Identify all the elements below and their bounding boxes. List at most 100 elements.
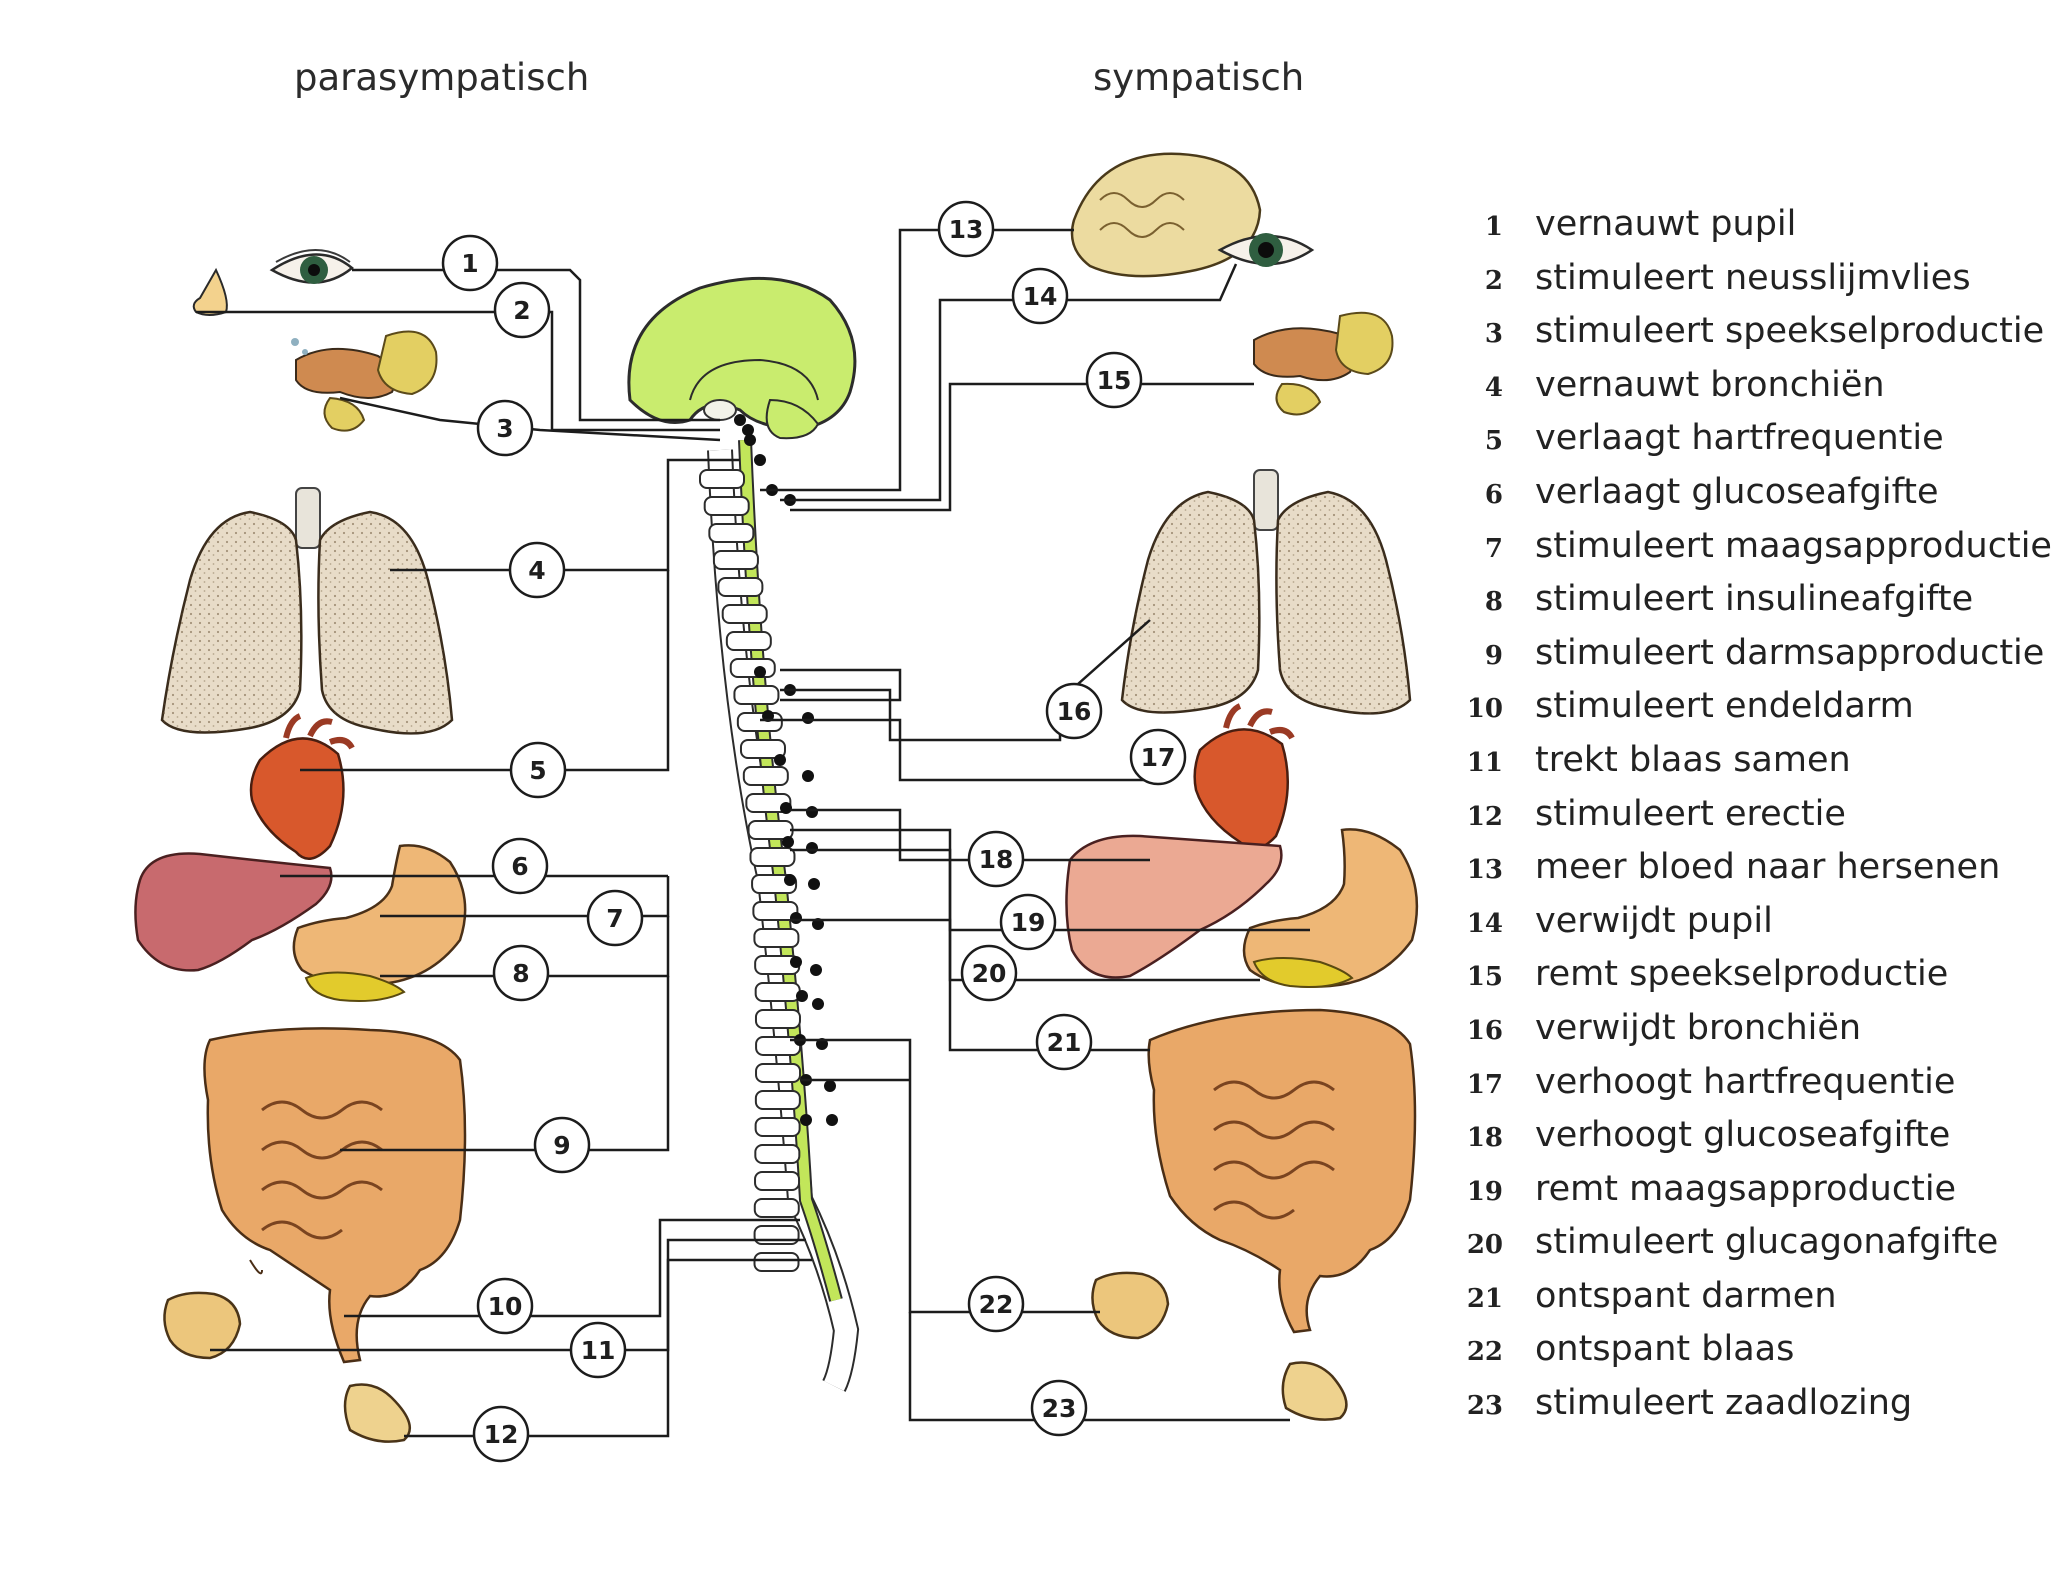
number-marker-11: 11 bbox=[569, 1321, 627, 1379]
intestines-left-icon bbox=[203, 1027, 467, 1364]
legend-number: 3 bbox=[1484, 319, 1503, 350]
number-marker-7: 7 bbox=[586, 889, 644, 947]
number-marker-label: 22 bbox=[979, 1290, 1014, 1319]
ganglion-dot bbox=[784, 874, 796, 886]
number-marker-label: 19 bbox=[1011, 908, 1046, 937]
vertebra bbox=[736, 712, 783, 732]
vertebra bbox=[729, 658, 776, 678]
number-marker-label: 10 bbox=[488, 1292, 523, 1321]
legend-number: 16 bbox=[1466, 1015, 1503, 1046]
ganglion-dot bbox=[808, 878, 820, 890]
legend-text: stimuleert maagsapproductie bbox=[1535, 525, 2052, 566]
ganglion-dot bbox=[742, 424, 754, 436]
legend-text: meer bloed naar hersenen bbox=[1535, 847, 2001, 888]
number-marker-label: 7 bbox=[606, 904, 623, 933]
vertebra bbox=[725, 631, 772, 651]
legend-text: verlaagt hartfrequentie bbox=[1535, 418, 1944, 459]
ganglion-dot bbox=[824, 1080, 836, 1092]
legend-text: stimuleert darmsapproductie bbox=[1535, 632, 2045, 673]
legend-number: 15 bbox=[1466, 962, 1503, 993]
legend-text: verlaagt glucoseafgifte bbox=[1535, 471, 1939, 512]
heart-left-icon bbox=[249, 713, 355, 860]
ganglion-dot bbox=[806, 842, 818, 854]
vertebra bbox=[742, 766, 789, 786]
legend-text: stimuleert endeldarm bbox=[1535, 686, 1914, 727]
number-marker-label: 12 bbox=[484, 1420, 519, 1449]
legend-number: 19 bbox=[1466, 1176, 1503, 1207]
ganglion-dot bbox=[744, 434, 756, 446]
vertebra bbox=[712, 550, 759, 570]
vertebra bbox=[754, 1009, 801, 1029]
number-marker-5: 5 bbox=[509, 741, 567, 799]
number-marker-2: 2 bbox=[493, 281, 551, 339]
ganglion-dot bbox=[800, 1114, 812, 1126]
legend-text: stimuleert erectie bbox=[1535, 793, 1846, 834]
number-marker-16: 16 bbox=[1045, 682, 1103, 740]
sympathetic-header: sympatisch bbox=[1093, 56, 1305, 99]
vertebra bbox=[753, 1198, 800, 1218]
ganglion-dot bbox=[802, 770, 814, 782]
number-marker-19: 19 bbox=[999, 893, 1057, 951]
number-marker-label: 17 bbox=[1141, 743, 1176, 772]
ganglion-dot bbox=[796, 990, 808, 1002]
legend-text: remt speekselproductie bbox=[1535, 954, 1949, 995]
legend-text: remt maagsapproductie bbox=[1535, 1168, 1957, 1209]
vertebra bbox=[708, 523, 755, 543]
ganglion-dot bbox=[790, 912, 802, 924]
legend-number: 6 bbox=[1484, 479, 1503, 510]
legend-text: trekt blaas samen bbox=[1535, 739, 1851, 780]
legend-item-12: 12 stimuleert erectie bbox=[1455, 794, 2035, 848]
legend-item-3: 3 stimuleert speekselproductie bbox=[1455, 311, 2044, 365]
ganglion-dot bbox=[754, 454, 766, 466]
vertebra bbox=[754, 982, 801, 1002]
legend-number: 12 bbox=[1466, 801, 1503, 832]
number-marker-label: 13 bbox=[949, 215, 984, 244]
legend-number: 17 bbox=[1466, 1069, 1503, 1100]
ganglion-dot bbox=[754, 666, 766, 678]
genitals-left-icon bbox=[343, 1383, 412, 1443]
legend-text: stimuleert insulineafgifte bbox=[1535, 579, 1974, 620]
legend-number: 7 bbox=[1484, 533, 1503, 564]
bladder-right-icon bbox=[1091, 1271, 1170, 1340]
number-marker-17: 17 bbox=[1129, 728, 1187, 786]
vertebra bbox=[733, 685, 780, 705]
legend-number: 9 bbox=[1484, 640, 1503, 671]
vertebra bbox=[717, 577, 764, 597]
vertebra bbox=[754, 1171, 801, 1191]
legend-number: 22 bbox=[1466, 1337, 1503, 1368]
legend-number: 13 bbox=[1466, 855, 1503, 886]
ganglion-dot bbox=[826, 1114, 838, 1126]
brain-icon bbox=[627, 276, 857, 440]
legend-text: stimuleert neusslijmvlies bbox=[1535, 257, 1971, 298]
number-marker-4: 4 bbox=[508, 541, 566, 599]
legend-text: stimuleert speekselproductie bbox=[1535, 311, 2045, 352]
liver-right-icon bbox=[1065, 834, 1283, 979]
stomach-left-icon bbox=[292, 844, 467, 1002]
number-marker-1: 1 bbox=[441, 234, 499, 292]
vertebra bbox=[703, 496, 750, 516]
legend-item-6: 6 verlaagt glucoseafgifte bbox=[1455, 472, 2035, 526]
vertebra bbox=[752, 901, 799, 921]
vertebra bbox=[754, 1090, 801, 1110]
legend-item-5: 5 verlaagt hartfrequentie bbox=[1455, 418, 2035, 472]
legend-number: 10 bbox=[1466, 694, 1503, 725]
number-marker-label: 18 bbox=[979, 845, 1014, 874]
legend-number: 5 bbox=[1484, 426, 1503, 457]
legend-text: stimuleert zaadlozing bbox=[1535, 1383, 1913, 1424]
genitals-right-icon bbox=[1281, 1361, 1348, 1421]
vertebra bbox=[745, 793, 792, 813]
number-marker-label: 23 bbox=[1042, 1394, 1077, 1423]
vertebra bbox=[754, 1117, 801, 1137]
connector-lines bbox=[196, 228, 1310, 1438]
